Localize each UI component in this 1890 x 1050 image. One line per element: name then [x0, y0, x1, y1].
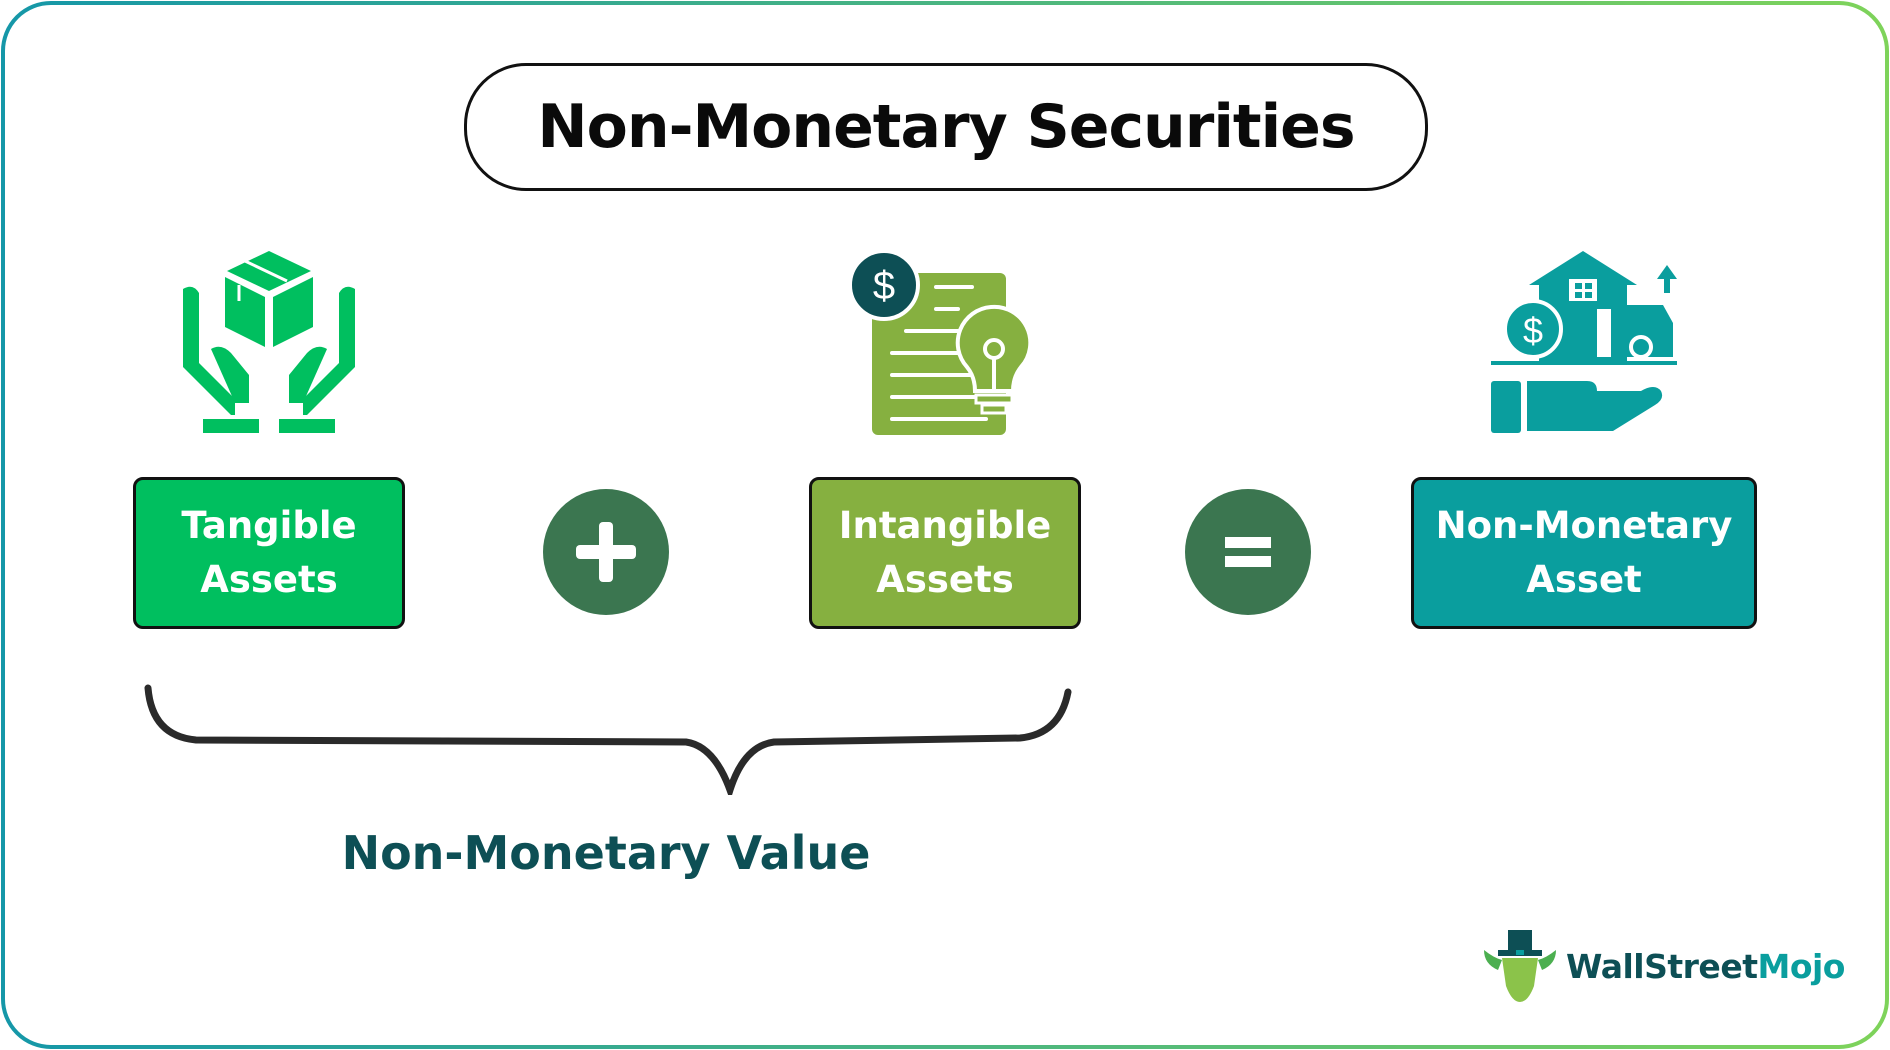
equals-icon: [1225, 537, 1271, 567]
property-asset-icon: $: [1491, 251, 1677, 433]
svg-text:$: $: [1523, 310, 1543, 351]
logo-text-mojo: Mojo: [1757, 946, 1845, 986]
bull-logo-icon: [1484, 930, 1556, 1002]
intangible-line2: Assets: [876, 558, 1014, 601]
hands-box-icon: [183, 251, 355, 433]
plus-operator: [543, 489, 669, 615]
curly-brace: [144, 684, 1072, 795]
result-line1: Non-Monetary: [1435, 504, 1733, 547]
svg-text:$: $: [873, 264, 895, 308]
plus-icon: [576, 522, 636, 582]
logo-text-wallstreet: WallStreet: [1566, 946, 1758, 986]
wallstreetmojo-logo: WallStreetMojo: [1482, 928, 1845, 1004]
equals-operator: [1185, 489, 1311, 615]
tangible-line2: Assets: [200, 558, 338, 601]
document-idea-icon: $: [848, 249, 1033, 435]
page-title: Non-Monetary Securities: [464, 63, 1428, 191]
non-monetary-value-label: Non-Monetary Value: [341, 826, 871, 880]
intangible-line1: Intangible: [838, 504, 1052, 547]
result-line2: Asset: [1526, 558, 1642, 601]
tangible-line1: Tangible: [181, 504, 357, 547]
